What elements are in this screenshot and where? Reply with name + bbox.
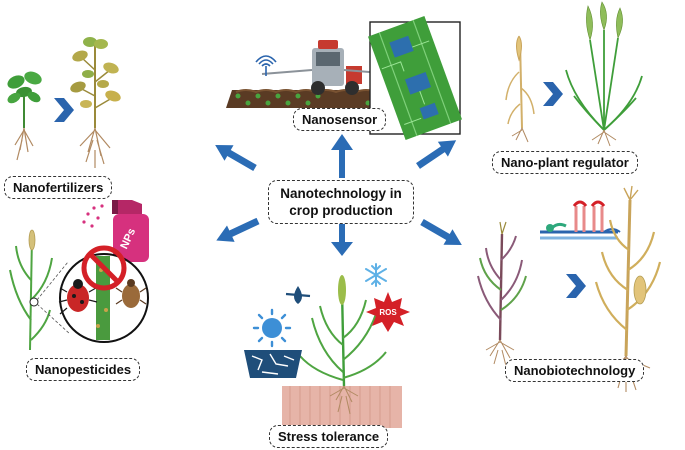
nanobiotechnology-label: Nanobiotechnology — [505, 359, 645, 382]
nano-plant-regulator-label: Nano-plant regulator — [492, 151, 638, 174]
drought-cracked-soil-icon — [244, 350, 302, 378]
soil-block — [282, 386, 402, 428]
stress-tolerance-label: Stress tolerance — [269, 425, 389, 448]
nanofertilizers-illustration — [7, 37, 121, 168]
stressed-plant-icon — [299, 275, 387, 415]
center-title-box: Nanotechnology in crop production — [268, 180, 414, 224]
radial-arrows — [215, 134, 462, 256]
nanopesticides-illustration: NPs — [9, 200, 149, 351]
ros-label: ROS — [379, 308, 397, 317]
arrow-upper-right — [416, 140, 457, 169]
corn-stalk-icon — [9, 229, 53, 351]
arrow-lower-right — [420, 218, 462, 245]
growth-chevron-icon — [54, 98, 74, 122]
growth-chevron-icon — [543, 82, 563, 106]
nanopesticides-label: Nanopesticides — [26, 358, 141, 381]
nanosensor-label: Nanosensor — [293, 108, 387, 131]
stress-tolerance-illustration: ROS — [244, 263, 410, 428]
tractor-sprayer-icon — [261, 40, 396, 95]
center-title-line1: Nanotechnology in — [280, 186, 402, 201]
wifi-signal-icon — [255, 55, 277, 76]
center-title-line2: crop production — [289, 203, 393, 218]
growth-chevron-icon — [566, 274, 586, 298]
sun-icon — [252, 308, 292, 348]
mature-soybean-plant-icon — [70, 37, 121, 168]
snowflake-icon — [365, 263, 387, 287]
red-beetle-icon — [58, 279, 98, 315]
ros-star-icon — [366, 292, 410, 332]
brown-beetle-icon — [115, 279, 147, 308]
spray-bottle-icon — [82, 200, 149, 262]
no-water-icon — [285, 286, 311, 304]
arrow-down — [331, 222, 353, 256]
nano-plant-regulator-illustration — [505, 1, 643, 147]
arrow-lower-left — [216, 217, 260, 242]
weak-corn-plant-icon — [477, 221, 527, 367]
dry-wheat-plant-icon — [505, 35, 535, 143]
nanofertilizers-label: Nanofertilizers — [4, 176, 113, 199]
small-seedling-icon — [7, 71, 42, 161]
no-pest-icon — [58, 245, 149, 343]
arrow-up — [331, 134, 353, 178]
dna-plasmid-icon — [540, 200, 621, 240]
arrow-upper-left — [215, 145, 257, 172]
healthy-wheat-plant-icon — [565, 1, 643, 147]
